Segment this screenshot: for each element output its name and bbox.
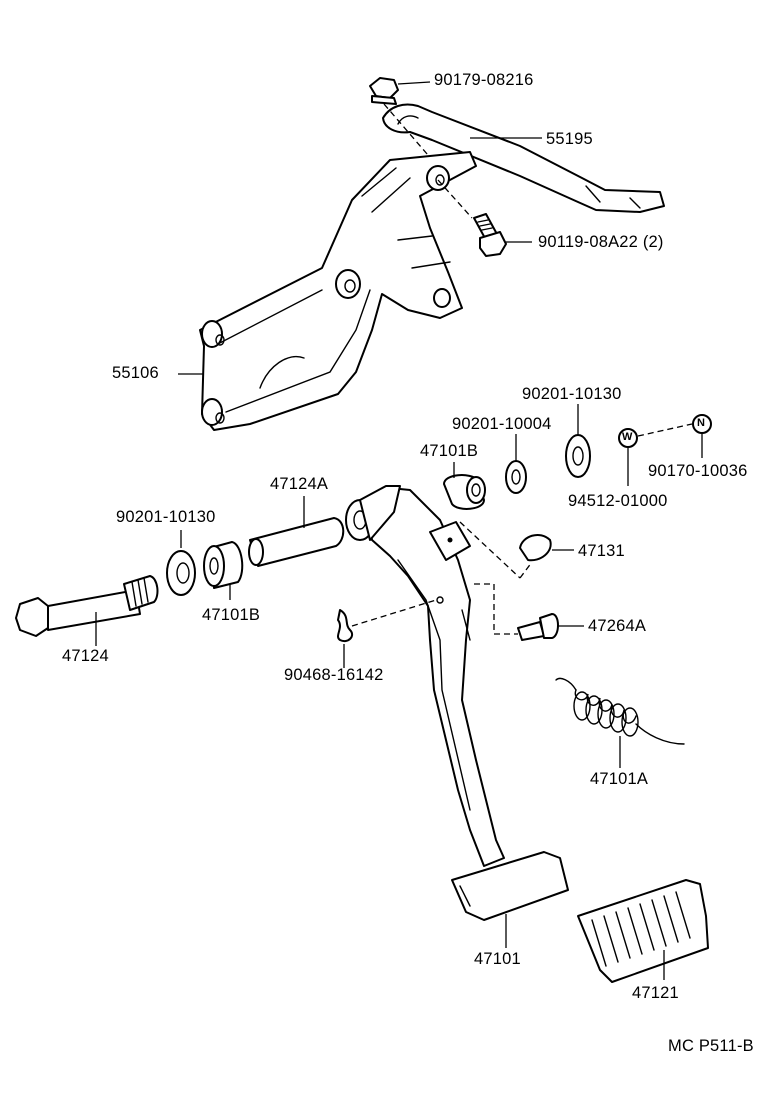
label-47121: 47121 [632, 984, 679, 1002]
clip-90468-16142 [337, 599, 437, 668]
flange-nut-90179-08216 [369, 77, 447, 177]
label-47124: 47124 [62, 647, 109, 665]
nut-mark-letter: N [697, 417, 706, 429]
spring-47101A [555, 677, 685, 768]
label-47124A: 47124A [270, 475, 329, 493]
label-47101: 47101 [474, 950, 521, 968]
label-94512-01000: 94512-01000 [568, 492, 668, 510]
label-90170-10036: 90170-10036 [648, 462, 748, 480]
label-47264A: 47264A [588, 617, 647, 635]
label-90119-08A22: 90119-08A22 (2) [538, 233, 664, 251]
footer-code: MC P511-B [668, 1037, 754, 1055]
collar-47124A [248, 496, 345, 567]
bolt-90119-08A22 [437, 179, 532, 257]
washer-90201-10004 [505, 434, 527, 494]
label-90179-08216: 90179-08216 [434, 71, 534, 89]
label-55106: 55106 [112, 364, 159, 382]
washer-90201-10130-top [565, 404, 591, 478]
bushing-47101B-left [203, 541, 244, 600]
label-90201-10004: 90201-10004 [452, 415, 552, 433]
label-90201-10130-top: 90201-10130 [522, 385, 622, 403]
label-90468-16142: 90468-16142 [284, 666, 384, 684]
label-90201-10130-left: 90201-10130 [116, 508, 216, 526]
washer-mark-letter: W [622, 431, 633, 443]
washer-marker-94512 [618, 423, 693, 486]
label-47131: 47131 [578, 542, 625, 560]
pedal-pad-47121 [577, 879, 709, 983]
nut-marker-90170 [692, 414, 712, 458]
washer-90201-10130-left [166, 530, 196, 596]
label-47101B-left: 47101B [202, 606, 261, 624]
bushing-47101B-top [443, 462, 486, 510]
bracket-55106 [199, 151, 477, 431]
label-55195: 55195 [546, 130, 593, 148]
bolt-47124 [15, 575, 159, 646]
pin-47264A [474, 583, 584, 641]
label-47101A: 47101A [590, 770, 649, 788]
stopper-47131 [459, 521, 574, 579]
pedal-47101 [345, 485, 569, 948]
label-47101B-top: 47101B [420, 442, 479, 460]
